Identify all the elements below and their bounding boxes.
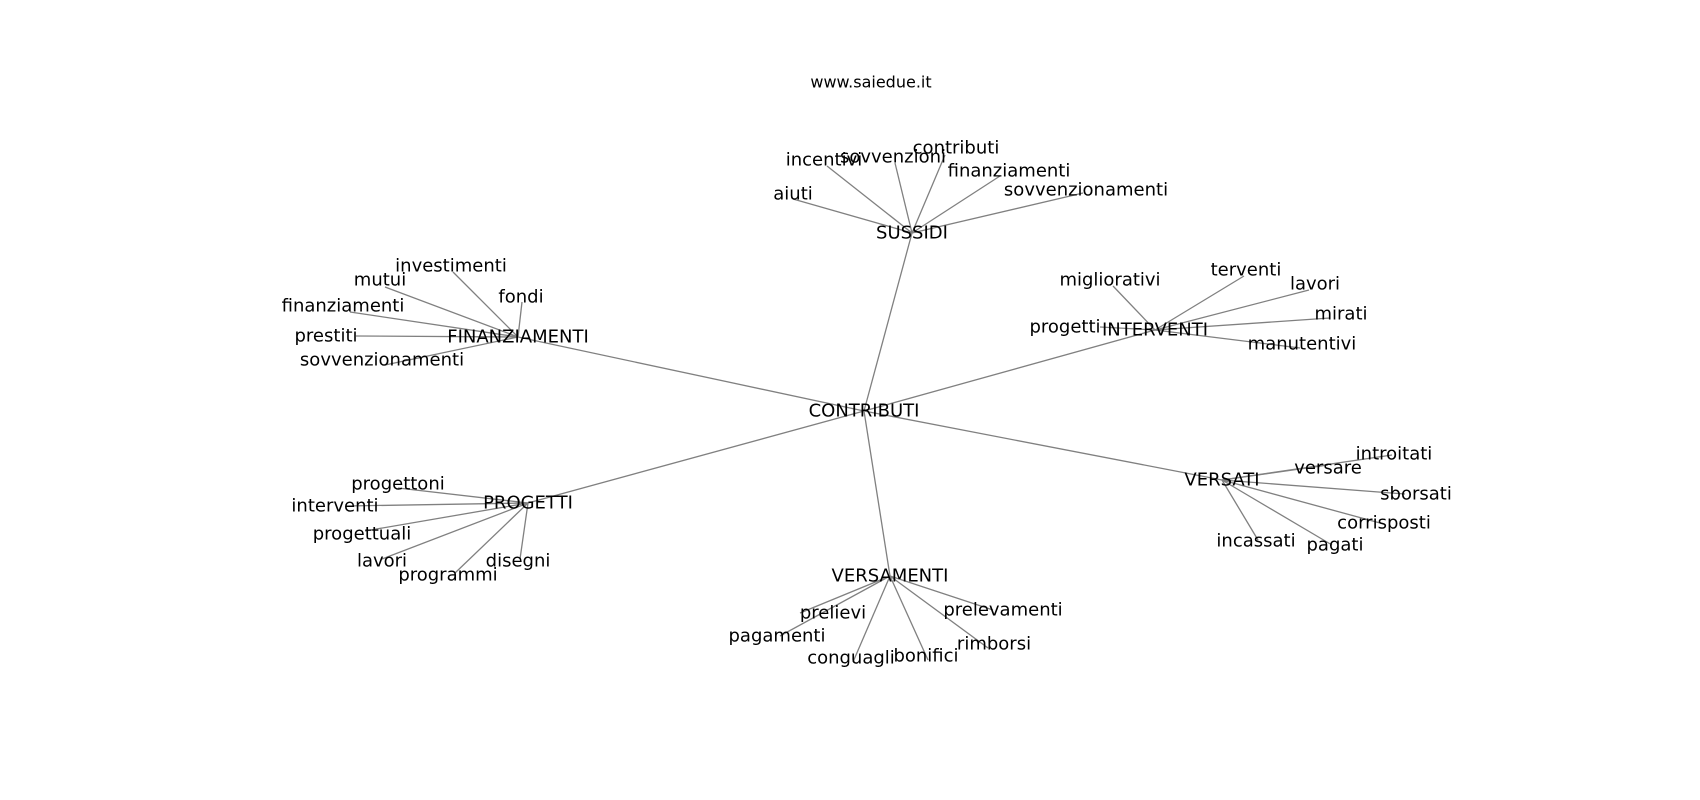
hub-node-finanziamenti: FINANZIAMENTI (447, 327, 589, 348)
leaf-node-progetti-3: lavori (357, 551, 407, 572)
edge-layer (345, 154, 1406, 663)
edge-finanziamenti-leaf-3 (349, 311, 519, 338)
leaf-node-versamenti-1: prelevamenti (943, 600, 1062, 621)
edge-interventi-leaf-2 (1154, 289, 1310, 331)
edge-versati-leaf-2 (1221, 479, 1406, 495)
edge-progetti-leaf-4 (519, 502, 529, 560)
edge-sussidi-leaf-0 (826, 165, 913, 234)
edge-versamenti-leaf-5 (852, 575, 891, 663)
leaf-node-versati-3: corrisposti (1337, 513, 1431, 534)
edge-finanziamenti-leaf-1 (384, 286, 519, 338)
edge-interventi-leaf-1 (1154, 275, 1245, 331)
leaf-node-progetti-0: progettoni (351, 474, 444, 495)
leaf-node-versamenti-0: prelievi (800, 603, 866, 624)
leaf-node-sussidi-0: incentivi (786, 150, 863, 171)
leaf-node-interventi-2: lavori (1290, 274, 1340, 295)
edge-progetti-leaf-2 (364, 502, 529, 532)
edge-sussidi-leaf-4 (911, 192, 1084, 234)
leaf-node-versamenti-4: bonifici (893, 646, 958, 667)
edge-versati-leaf-1 (1221, 464, 1329, 481)
edge-versati-leaf-3 (1221, 479, 1381, 524)
leaf-node-sussidi-1: sovvenzioni (840, 147, 946, 168)
edge-sussidi-leaf-5 (792, 198, 913, 234)
leaf-node-versati-4: incassati (1216, 531, 1295, 552)
leaf-node-progetti-2: progettuali (313, 524, 412, 545)
hub-node-versamenti: VERSAMENTI (832, 566, 949, 587)
edge-interventi-leaf-3 (1154, 317, 1331, 331)
label-layer: CONTRIBUTISUSSIDIincentivisovvenzionicon… (282, 138, 1452, 669)
leaf-node-progetti-4: disegni (486, 551, 551, 572)
edge-versamenti-leaf-3 (889, 575, 989, 649)
edge-progetti-leaf-0 (397, 487, 529, 504)
edge-root-interventi (863, 329, 1156, 412)
leaf-node-versamenti-5: conguagli (807, 648, 895, 669)
leaf-node-sussidi-4: sovvenzionamenti (1004, 180, 1168, 201)
edge-progetti-leaf-3 (381, 502, 529, 560)
leaf-node-versati-1: versare (1294, 458, 1362, 479)
edge-interventi-leaf-0 (1112, 285, 1156, 331)
edge-sussidi-leaf-1 (894, 162, 913, 234)
edge-progetti-leaf-1 (345, 502, 529, 507)
edge-interventi-leaf-4 (1099, 326, 1156, 331)
leaf-node-versamenti-3: rimborsi (957, 634, 1031, 655)
edge-finanziamenti-leaf-5 (384, 336, 519, 366)
leaf-node-interventi-0: migliorativi (1059, 270, 1160, 291)
leaf-node-versati-2: sborsati (1380, 484, 1452, 505)
edge-versati-leaf-5 (1221, 479, 1333, 546)
leaf-node-sussidi-5: aiuti (773, 184, 813, 205)
edge-versamenti-leaf-2 (779, 575, 891, 637)
root-node-label: CONTRIBUTI (809, 401, 920, 422)
edge-root-sussidi (863, 232, 913, 412)
leaf-node-progetti-1: interventi (291, 496, 378, 517)
leaf-node-finanziamenti-3: finanziamenti (282, 296, 405, 317)
leaf-node-finanziamenti-5: sovvenzionamenti (300, 350, 464, 371)
leaf-node-versamenti-2: pagamenti (729, 626, 826, 647)
leaf-node-sussidi-2: contributi (913, 138, 1000, 159)
hub-node-interventi: INTERVENTI (1102, 320, 1208, 341)
edge-root-versati (863, 410, 1223, 481)
leaf-node-interventi-3: mirati (1314, 304, 1367, 325)
edge-versamenti-leaf-0 (799, 575, 891, 614)
leaf-node-progetti-5: programmi (398, 565, 497, 586)
edge-sussidi-leaf-3 (911, 175, 1001, 234)
hub-node-progetti: PROGETTI (483, 493, 573, 514)
leaf-node-interventi-4: progetti (1029, 317, 1100, 338)
leaf-node-sussidi-3: finanziamenti (948, 161, 1071, 182)
edge-sussidi-leaf-2 (911, 154, 946, 234)
edge-progetti-leaf-5 (454, 502, 529, 574)
site-watermark: www.saiedue.it (810, 73, 931, 92)
hub-node-sussidi: SUSSIDI (876, 223, 948, 244)
edge-root-finanziamenti (517, 336, 865, 412)
edge-versamenti-leaf-1 (889, 575, 994, 611)
leaf-node-versati-0: introitati (1356, 444, 1433, 465)
leaf-node-interventi-5: manutentivi (1248, 334, 1357, 355)
leaf-node-interventi-1: terventi (1211, 260, 1282, 281)
leaf-node-finanziamenti-4: prestiti (295, 326, 358, 347)
edge-finanziamenti-leaf-2 (517, 301, 523, 338)
leaf-node-finanziamenti-1: mutui (354, 270, 406, 291)
edge-versati-leaf-4 (1221, 479, 1259, 541)
leaf-node-versati-5: pagati (1307, 535, 1364, 556)
edge-root-progetti (527, 410, 865, 504)
edge-interventi-leaf-5 (1154, 329, 1301, 349)
edge-finanziamenti-leaf-0 (452, 271, 519, 338)
edge-finanziamenti-leaf-4 (355, 335, 519, 338)
leaf-node-finanziamenti-2: fondi (498, 287, 543, 308)
edge-versamenti-leaf-4 (889, 575, 929, 661)
edge-root-versamenti (863, 410, 891, 577)
hub-node-versati: VERSATI (1184, 470, 1259, 491)
leaf-node-finanziamenti-0: investimenti (395, 256, 507, 277)
